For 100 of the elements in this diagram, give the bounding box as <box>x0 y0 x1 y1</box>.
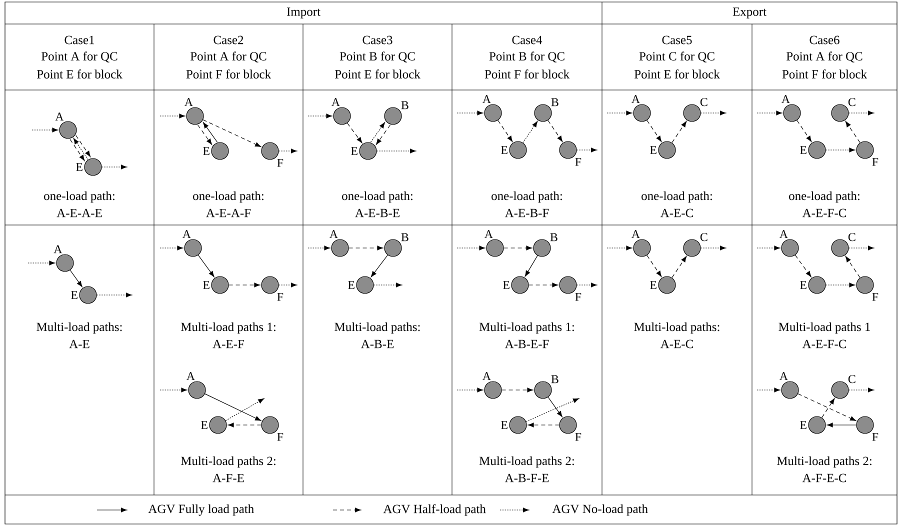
cell-text: one-load path: <box>44 191 114 203</box>
node-label: A <box>482 95 491 104</box>
cell-text: Case1 <box>64 36 94 44</box>
cell-text: A-E-B-F <box>504 208 549 218</box>
arrow <box>848 246 874 250</box>
arrow <box>700 110 726 116</box>
arrow <box>526 398 580 422</box>
cell-text: Case3 <box>362 36 392 44</box>
arrow <box>548 120 563 142</box>
node-label: E <box>501 421 508 429</box>
cell-text: Point A for QC <box>786 52 862 62</box>
arrow <box>202 122 218 142</box>
arrow <box>456 246 486 250</box>
node-label: A <box>186 372 195 380</box>
arrow <box>160 114 186 118</box>
arrow <box>798 393 856 422</box>
arrow <box>202 119 262 148</box>
cell-text: A-F-E-C <box>802 474 846 482</box>
arrow <box>646 120 662 142</box>
node-label: E <box>348 281 354 289</box>
cell-text: one-load path: <box>789 191 860 203</box>
cell-text: Point F for block <box>484 70 570 78</box>
node-label: E <box>800 421 806 429</box>
cell-text: Point C for QC <box>639 52 714 62</box>
arrow <box>646 255 662 277</box>
arrow <box>348 246 384 250</box>
arrow <box>524 255 538 277</box>
arrow <box>528 282 558 288</box>
cell-text: Point E for block <box>634 70 720 78</box>
node-label: F <box>575 292 582 301</box>
cell-text: Multi-load paths 1 <box>778 322 870 334</box>
node-label: A <box>781 95 790 104</box>
node-label: E <box>650 146 656 154</box>
cell-text: Multi-load paths 1: <box>479 322 574 334</box>
cell-text: Multi-load paths: <box>36 322 122 334</box>
arrow <box>822 398 835 418</box>
cell-text: A-B-E-F <box>504 340 549 348</box>
node-label: A <box>331 98 340 106</box>
arrow <box>228 422 262 428</box>
cell-text: A-E-A-F <box>206 208 251 218</box>
cell-text: A-E-A-E <box>56 208 102 218</box>
arrow <box>848 110 874 116</box>
arrow <box>96 292 132 298</box>
arrow <box>225 398 264 421</box>
cell-text: one-load path: <box>193 191 264 203</box>
node-label: C <box>700 98 708 106</box>
node-label: E <box>76 163 82 171</box>
legend-text: AGV Half-load path <box>383 504 486 516</box>
cell-text: Multi-load paths 2: <box>776 456 872 468</box>
node-label: A <box>779 372 788 380</box>
arrow <box>672 256 687 278</box>
node-label: C <box>848 375 856 384</box>
arrow <box>756 246 780 250</box>
cell-text: A-E-C <box>660 340 693 348</box>
arrow <box>76 135 91 157</box>
arrow <box>756 110 782 116</box>
node-label: A <box>182 230 191 238</box>
arrow <box>700 246 726 250</box>
node-label: A <box>184 98 193 106</box>
node-label: C <box>700 233 708 242</box>
arrow <box>28 260 56 266</box>
cell-text: A-B-E <box>360 340 394 348</box>
arrow <box>376 148 416 154</box>
legend-text: AGV No-load path <box>552 504 648 516</box>
node-label: A <box>55 112 64 121</box>
node-label: E <box>501 146 508 154</box>
arrow <box>376 124 391 145</box>
node-label: E <box>201 421 208 429</box>
node-label: F <box>277 158 284 167</box>
arrow <box>606 246 632 250</box>
arrow <box>346 122 362 144</box>
cell-text: Case2 <box>214 36 244 44</box>
node-label: E <box>203 147 210 155</box>
cell-text: one-load path: <box>342 191 412 203</box>
cell-text: Point A for QC <box>190 52 266 62</box>
arrow <box>198 254 214 278</box>
cell-text: Multi-load paths: <box>634 322 720 334</box>
arrow <box>826 282 856 288</box>
node-label: F <box>872 292 878 301</box>
node-label: E <box>503 281 510 289</box>
node-label: A <box>482 372 491 380</box>
node-label: F <box>575 432 582 441</box>
cell-text: Case5 <box>662 36 692 44</box>
arrow <box>374 282 402 288</box>
node-label: B <box>401 101 408 110</box>
arrow <box>826 148 856 152</box>
cell-text: Multi-load paths 2: <box>479 456 574 468</box>
cell-text: Case6 <box>810 36 840 44</box>
node-label: E <box>800 281 806 289</box>
cell-text: A-E-F <box>212 340 244 348</box>
arrow <box>197 124 212 145</box>
node-label: B <box>551 375 558 384</box>
cell-text: one-load path: <box>642 191 712 203</box>
arrow <box>794 254 812 278</box>
arrow <box>32 128 58 132</box>
arrow <box>456 388 484 392</box>
arrow <box>204 394 262 421</box>
cell-text: A-F-E <box>212 474 244 482</box>
node-label: A <box>631 95 640 104</box>
arrow <box>576 148 598 152</box>
